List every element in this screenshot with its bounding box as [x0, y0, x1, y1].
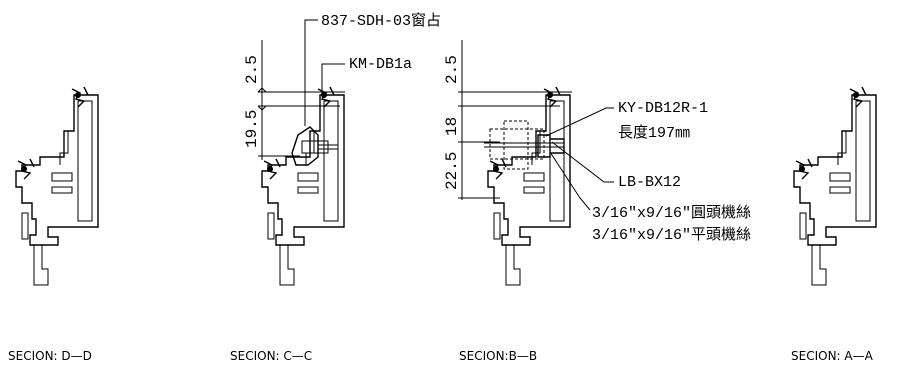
label-screw-round: 3/16"x9/16"圓頭機絲: [592, 204, 751, 222]
label-ky-db12r: KY-DB12R-1: [618, 100, 708, 117]
caption-section-b: SECION:B—B: [459, 349, 537, 363]
dimension-b-18: 18: [443, 117, 461, 136]
dimension-b-2-5: 2.5: [443, 55, 461, 84]
label-837-sdh: 837-SDH-03窗占: [321, 11, 441, 30]
profile-section-a: [793, 86, 877, 286]
dimension-c-2-5: 2.5: [243, 55, 261, 84]
caption-section-c: SECION: C—C: [230, 349, 312, 363]
caption-section-d: SECION: D—D: [8, 349, 92, 363]
dimension-b-22-5: 22.5: [443, 152, 461, 190]
caption-section-a: SECION: A—A: [791, 349, 874, 363]
label-km-db1a: KM-DB1a: [349, 56, 412, 73]
leader-lines: [304, 19, 614, 211]
dimension-chain-b: 2.5 18 22.5: [443, 40, 572, 200]
profile-section-c: [261, 86, 345, 286]
label-lb-bx12: LB-BX12: [618, 174, 681, 191]
label-screw-flat: 3/16"x9/16"平頭機絲: [592, 226, 751, 244]
dimension-chain-c: 2.5 19.5: [243, 40, 345, 160]
dimension-c-19-5: 19.5: [243, 110, 261, 148]
profile-section-b: [484, 86, 571, 286]
profile-section-d: [15, 86, 99, 286]
label-ky-length: 長度197㎜: [618, 124, 690, 142]
